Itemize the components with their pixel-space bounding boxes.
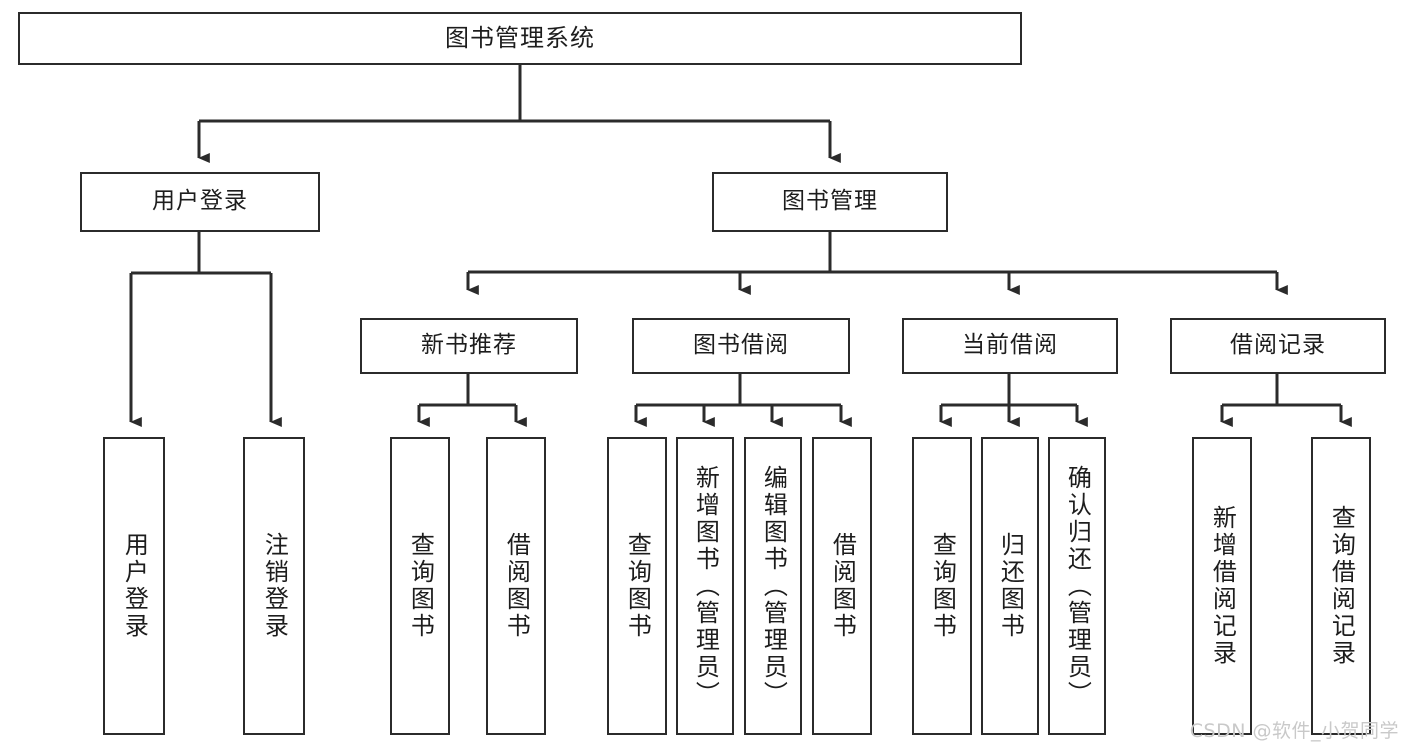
node-label: 新书推荐 [421, 332, 517, 359]
node-label: 新增借阅记录 [1208, 505, 1237, 667]
node-label: 查询借阅记录 [1327, 505, 1356, 667]
node-label: 借阅图书 [502, 532, 531, 640]
node-borrow-record[interactable]: 借阅记录 [1170, 318, 1386, 374]
node-label: 归还图书 [996, 532, 1025, 640]
node-label: 编辑图书（管理员） [759, 464, 788, 708]
node-leaf-user-logout[interactable]: 注销登录 [243, 437, 305, 735]
node-new-book-rec[interactable]: 新书推荐 [360, 318, 578, 374]
node-label: 确认归还（管理员） [1063, 464, 1092, 708]
node-book-borrow[interactable]: 图书借阅 [632, 318, 850, 374]
node-label: 图书管理 [782, 188, 878, 215]
node-leaf-query-book-2[interactable]: 查询图书 [607, 437, 667, 735]
csdn-watermark: CSDN @软件_小贺同学 [1189, 720, 1399, 742]
node-leaf-borrow-book-1[interactable]: 借阅图书 [486, 437, 546, 735]
node-label: 当前借阅 [962, 332, 1058, 359]
node-book-admin[interactable]: 图书管理 [712, 172, 948, 232]
node-leaf-query-book-3[interactable]: 查询图书 [912, 437, 972, 735]
node-label: 新增图书（管理员） [691, 464, 720, 708]
node-label: 用户登录 [152, 188, 248, 215]
node-leaf-confirm-return[interactable]: 确认归还（管理员） [1048, 437, 1106, 735]
node-leaf-add-book[interactable]: 新增图书（管理员） [676, 437, 734, 735]
node-label: 借阅图书 [828, 532, 857, 640]
node-label: 查询图书 [406, 532, 435, 640]
node-leaf-user-login[interactable]: 用户登录 [103, 437, 165, 735]
node-label: 借阅记录 [1230, 332, 1326, 359]
node-leaf-query-record[interactable]: 查询借阅记录 [1311, 437, 1371, 735]
node-leaf-edit-book[interactable]: 编辑图书（管理员） [744, 437, 802, 735]
node-root-system[interactable]: 图书管理系统 [18, 12, 1022, 65]
node-user-login[interactable]: 用户登录 [80, 172, 320, 232]
node-label: 注销登录 [260, 532, 289, 640]
node-leaf-query-book-1[interactable]: 查询图书 [390, 437, 450, 735]
node-label: 用户登录 [120, 532, 149, 640]
node-leaf-add-record[interactable]: 新增借阅记录 [1192, 437, 1252, 735]
node-label: 图书管理系统 [445, 24, 595, 53]
node-leaf-borrow-book-2[interactable]: 借阅图书 [812, 437, 872, 735]
node-label: 查询图书 [928, 532, 957, 640]
node-leaf-return-book[interactable]: 归还图书 [981, 437, 1039, 735]
node-label: 查询图书 [623, 532, 652, 640]
node-label: 图书借阅 [693, 332, 789, 359]
node-current-borrow[interactable]: 当前借阅 [902, 318, 1118, 374]
